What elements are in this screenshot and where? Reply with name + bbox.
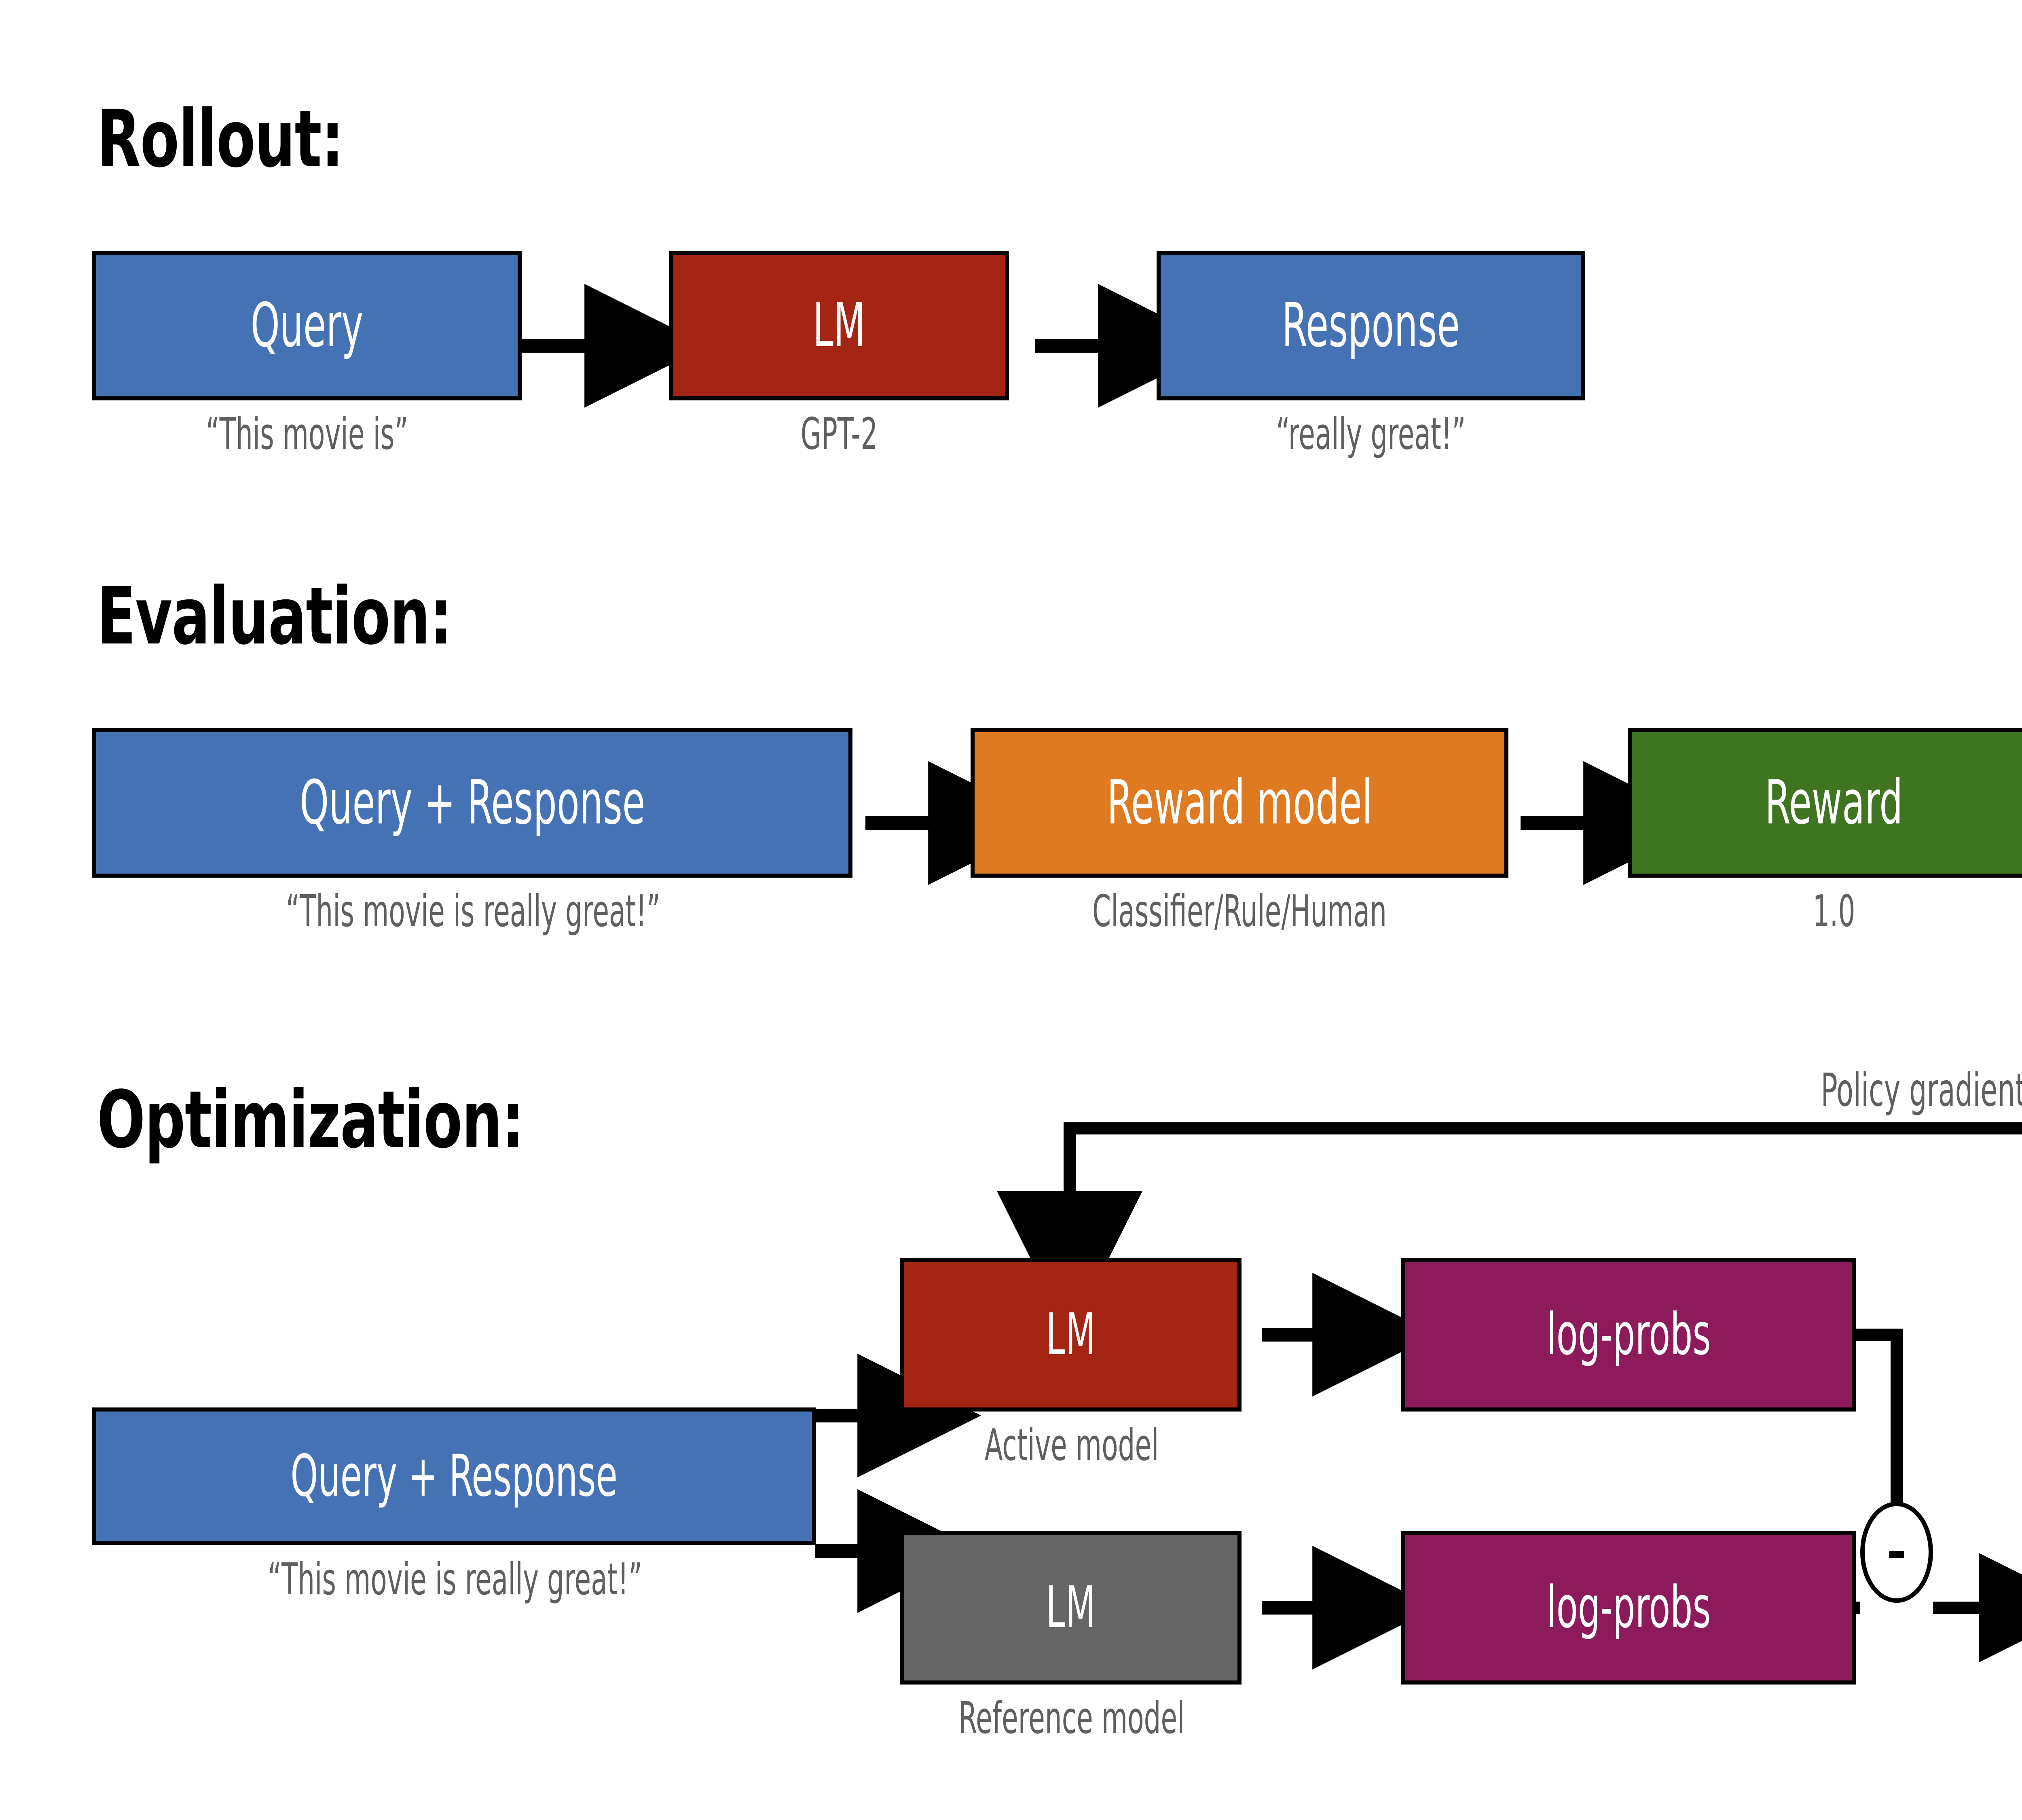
caption-response: “really great!” [1276,409,1466,459]
caption-rollout-lm: GPT-2 [800,409,878,459]
caption-reward-model: Classifier/Rule/Human [1092,886,1387,937]
node-eval-reward[interactable]: Reward [1628,728,2022,878]
node-logprobs-active[interactable]: log-probs [1401,1258,1856,1412]
node-logprobs-reference[interactable]: log-probs [1401,1531,1856,1685]
section-title-evaluation: Evaluation: [97,570,452,662]
node-active-lm[interactable]: LM [900,1258,1242,1412]
node-eval-query-response[interactable]: Query + Response [92,728,852,878]
feedback-loop-label: Policy gradients optimize model [1821,1064,2022,1117]
section-title-rollout: Rollout: [97,93,344,185]
node-reference-lm[interactable]: LM [900,1531,1242,1685]
caption-reference-lm: Reference model [958,1693,1185,1744]
section-title-optimization: Optimization: [97,1074,524,1166]
caption-opt-query-response: “This movie is really great!” [267,1554,643,1605]
node-opt-query-response[interactable]: Query + Response [92,1407,816,1545]
caption-active-lm: Active model [984,1420,1159,1471]
minus-operator[interactable]: - [1860,1502,1933,1603]
node-reward-model[interactable]: Reward model [971,728,1508,878]
caption-query: “This movie is” [205,409,408,459]
node-rollout-lm[interactable]: LM [669,251,1009,400]
caption-eval-reward: 1.0 [1813,886,1855,937]
node-query[interactable]: Query [92,251,522,400]
node-response[interactable]: Response [1157,251,1585,400]
caption-eval-query-response: “This movie is really great!” [286,886,661,937]
